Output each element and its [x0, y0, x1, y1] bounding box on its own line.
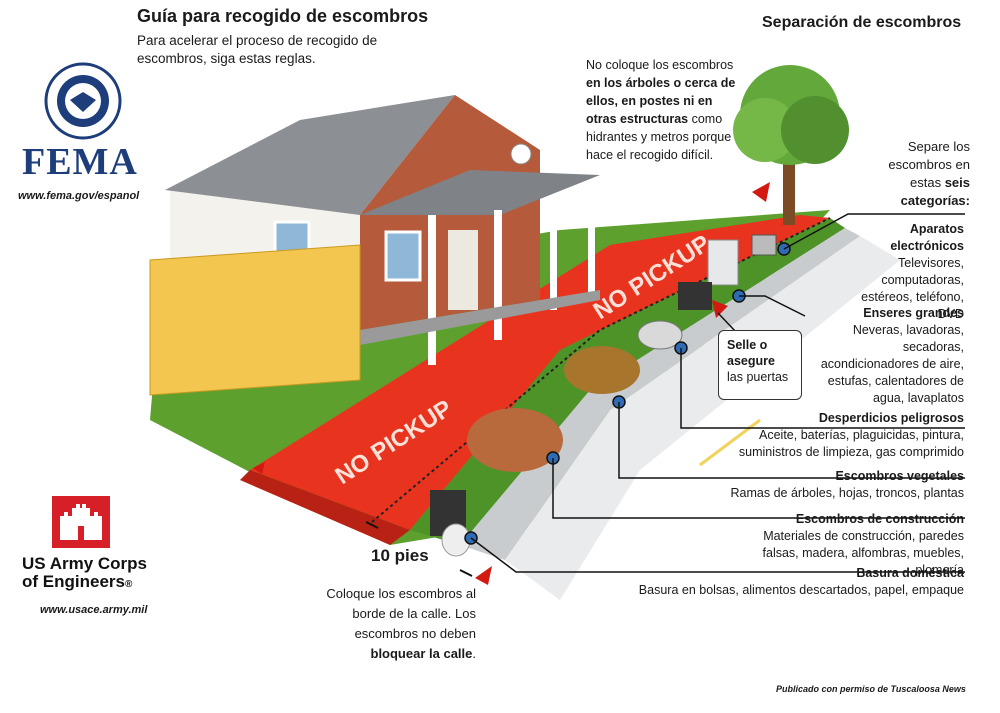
measure-tick	[459, 569, 473, 577]
category-large-appliances: Enseres grandes Neveras, lavadoras, seca…	[809, 305, 964, 407]
callout-line	[680, 348, 965, 429]
porch-column	[494, 210, 502, 340]
callout-line	[552, 458, 965, 519]
porch-roof	[360, 170, 600, 215]
category-electronics: Aparatos electrónicos Televisores, compu…	[834, 221, 964, 323]
category-text: Basura en bolsas, alimentos descartados,…	[638, 583, 964, 597]
category-text: Neveras, lavadoras, secadoras, acondicio…	[820, 323, 964, 405]
category-text: Ramas de árboles, hojas, troncos, planta…	[730, 486, 964, 500]
appliance-fridge	[707, 239, 739, 286]
category-text: Televisores, computadoras, estéreos, tel…	[861, 256, 964, 321]
credit-line: Publicado con permiso de Tuscaloosa News	[776, 684, 966, 694]
usace-line1: US Army Corps	[22, 554, 148, 573]
fema-url[interactable]: www.fema.gov/espanol	[18, 190, 140, 202]
tree-canopy	[733, 98, 797, 162]
distance-label: 10 pies	[371, 546, 429, 565]
section-title: Separación de escombros	[762, 14, 962, 31]
category-vegetative: Escombros vegetales Ramas de árboles, ho…	[704, 468, 964, 502]
vegetative-debris-pile	[564, 346, 640, 394]
page-subtitle: Para acelerar el proceso de recogido de …	[137, 33, 378, 66]
category-heading: Escombros de construcción	[795, 512, 964, 526]
porch-column	[588, 192, 595, 292]
red-arrow-icon	[752, 182, 770, 202]
street	[505, 236, 900, 600]
category-heading: Escombros vegetales	[835, 469, 964, 483]
red-arrow-icon	[253, 462, 265, 474]
callout-line	[717, 312, 737, 333]
callout-line	[783, 213, 965, 250]
tree-trunk	[783, 150, 795, 225]
window	[384, 230, 422, 282]
curb-note: Coloque los escombros al borde de la cal…	[326, 586, 476, 661]
red-arrow-icon	[475, 566, 492, 585]
category-construction: Escombros de construcción Materiales de …	[724, 511, 964, 579]
no-pickup-zone-shade	[240, 470, 410, 545]
page-title: Guía para recogido de escombros	[137, 6, 429, 26]
category-text: Materiales de construcción, paredes fals…	[762, 529, 964, 577]
red-arrow-icon	[712, 300, 728, 318]
house-roof	[165, 95, 455, 215]
callout-line	[739, 295, 806, 317]
category-heading: Enseres grandes	[863, 306, 964, 320]
callout-line	[470, 537, 965, 573]
tree-note: No coloque los escombros en los árboles …	[586, 58, 736, 162]
porch-column	[550, 200, 557, 310]
fema-wordmark: FEMA	[22, 141, 138, 183]
porch-floor	[360, 290, 600, 345]
category-text: Aceite, baterías, plaguicidas, pintura, …	[738, 428, 964, 459]
door	[448, 230, 478, 310]
six-categories-intro: Separe los escombros en estas seis categ…	[888, 139, 970, 208]
category-household-trash: Basura doméstica Basura en bolsas, alime…	[624, 565, 964, 599]
category-hazardous-waste: Desperdicios peligrosos Aceite, baterías…	[734, 410, 964, 461]
callout-line	[618, 402, 965, 479]
curb	[460, 228, 860, 560]
porch-column	[428, 215, 436, 365]
attic-vent	[510, 143, 532, 165]
measure-tick	[365, 521, 379, 529]
category-heading: Basura doméstica	[856, 566, 964, 580]
appliance-stove	[678, 282, 712, 310]
registered-mark: ®	[124, 579, 133, 590]
usace-castle-icon	[52, 496, 110, 548]
dhs-seal-icon	[44, 62, 122, 140]
category-heading: Aparatos electrónicos	[890, 222, 964, 253]
usace-line2: of Engineers®	[22, 572, 133, 591]
usace-url[interactable]: www.usace.army.mil	[40, 604, 148, 616]
fence	[149, 244, 361, 396]
category-heading: Desperdicios peligrosos	[818, 411, 964, 425]
construction-debris-pile	[467, 408, 563, 472]
no-pickup-zone	[250, 215, 830, 530]
hazardous-waste-pile	[637, 320, 683, 350]
tree-canopy	[781, 96, 849, 164]
usace-wordmark: US Army Corps of Engineers®	[22, 555, 147, 594]
electronics-pile	[751, 234, 777, 256]
